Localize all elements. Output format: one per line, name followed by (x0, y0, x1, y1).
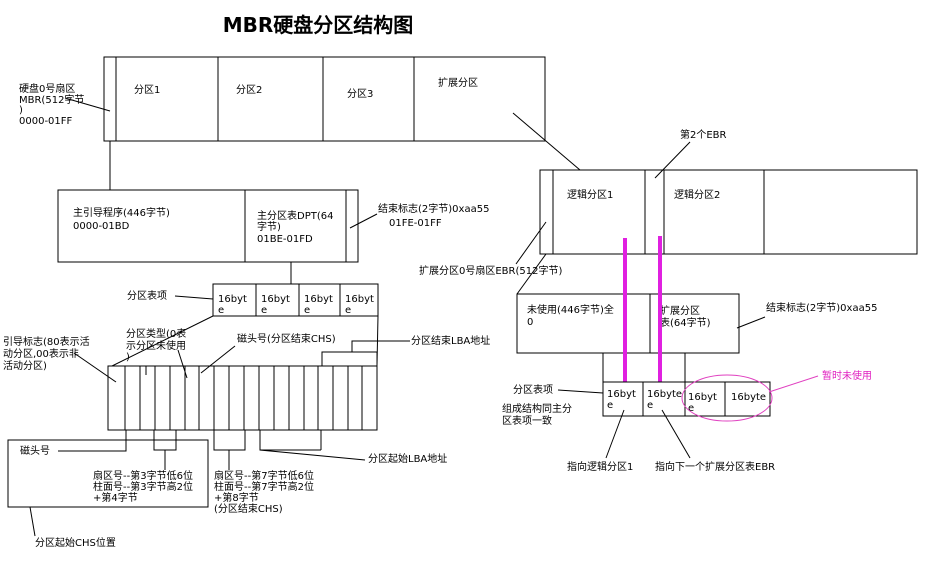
end-flag-label: 结束标志(2字节)0xaa55 (378, 202, 489, 215)
svg-text:分区类型(0表: 分区类型(0表 (126, 327, 186, 340)
dpt-range: 01BE-01FD (257, 234, 313, 245)
partition-2-label: 分区2 (236, 84, 262, 96)
start-chs-label: 分区起始CHS位置 (35, 536, 116, 549)
svg-text:区表项一致: 区表项一致 (502, 414, 552, 427)
disk-box (103, 56, 546, 142)
diagram-title: MBR硬盘分区结构图 (223, 13, 414, 37)
partition-1-label: 分区1 (134, 84, 160, 96)
svg-text:扇区号--第3字节低6位: 扇区号--第3字节低6位 (93, 469, 193, 482)
svg-text:示分区未使用: 示分区未使用 (126, 339, 186, 352)
boot-flag-annotation: 引导标志(80表示活 动分区,00表示非 活动分区) (3, 335, 117, 383)
svg-text:硬盘0号扇区: 硬盘0号扇区 (19, 82, 75, 95)
pointer-labels: 指向逻辑分区1 指向下一个扩展分区表EBR (567, 409, 775, 473)
svg-text:活动分区): 活动分区) (3, 360, 47, 372)
ext-table-label: 扩展分区 (660, 304, 700, 317)
end-lba-annotation: 分区结束LBA地址 (321, 334, 490, 366)
svg-text:表(64字节): 表(64字节) (660, 316, 711, 329)
svg-text:+第4字节: +第4字节 (93, 491, 138, 504)
svg-text:柱面号--第3字节高2位: 柱面号--第3字节高2位 (93, 480, 193, 493)
end-chs-annotation: 扇区号--第7字节低6位 柱面号--第7字节高2位 +第8字节 (分区结束CHS… (213, 430, 314, 515)
logical-2-label: 逻辑分区2 (674, 188, 720, 201)
partition-3-label: 分区3 (347, 88, 373, 100)
svg-text:): ) (126, 352, 130, 363)
start-lba-annotation: 分区起始LBA地址 (259, 430, 447, 465)
boot-code-range: 0000-01BD (73, 221, 130, 232)
svg-text:分区起始LBA地址: 分区起始LBA地址 (368, 452, 447, 465)
svg-text:字节): 字节) (257, 220, 281, 233)
mbr-sector-label: 硬盘0号扇区 MBR(512字节 ) 0000-01FF (19, 82, 111, 127)
svg-text:分区结束LBA地址: 分区结束LBA地址 (411, 334, 490, 347)
point-next-label: 指向下一个扩展分区表EBR (655, 460, 775, 473)
entry-field-strip (107, 315, 379, 431)
svg-text:(分区结束CHS): (分区结束CHS) (214, 502, 283, 515)
svg-text:磁头号(分区结束CHS): 磁头号(分区结束CHS) (237, 332, 336, 345)
start-chs-box: 磁头号 扇区号--第3字节低6位 柱面号--第3字节高2位 +第4字节 分区起始… (7, 430, 209, 549)
svg-text:组成结构同主分: 组成结构同主分 (502, 402, 572, 415)
extended-partition-label: 扩展分区 (438, 76, 478, 89)
mbr-detail-row: 主引导程序(446字节) 0000-01BD 主分区表DPT(64 字节) 01… (57, 189, 489, 263)
svg-text:): ) (19, 105, 23, 116)
ebr-entry-4: 16byte (731, 392, 766, 403)
ebr-detail-row: 未使用(446字节)全 0 扩展分区 表(64字节) 结束标志(2字节)0xaa… (516, 293, 877, 354)
unused-label: 未使用(446字节)全 (527, 303, 614, 316)
svg-text:MBR(512字节: MBR(512字节 (19, 93, 84, 106)
end-head-annotation: 磁头号(分区结束CHS) (200, 332, 336, 374)
unused-note-label: 暂时未使用 (822, 369, 872, 382)
svg-text:扇区号--第7字节低6位: 扇区号--第7字节低6位 (214, 469, 314, 482)
ebr-label: 扩展分区0号扇区EBR(512字节) (419, 264, 562, 277)
point-logical-label: 指向逻辑分区1 (567, 460, 633, 473)
svg-text:+第8字节: +第8字节 (214, 491, 259, 504)
head-label: 磁头号 (20, 444, 50, 457)
second-ebr-label: 第2个EBR (680, 128, 727, 141)
svg-text:柱面号--第7字节高2位: 柱面号--第7字节高2位 (214, 480, 314, 493)
svg-text:0000-01FF: 0000-01FF (19, 116, 73, 127)
ebr-label-group: 扩展分区0号扇区EBR(512字节) (419, 221, 562, 295)
ebr-end-flag: 结束标志(2字节)0xaa55 (766, 301, 877, 314)
partition-type-annotation: 分区类型(0表 示分区未使用 ) (126, 327, 188, 379)
partition-table-label: 分区表项 (127, 289, 167, 302)
logical-row: 逻辑分区1 逻辑分区2 第2个EBR (539, 128, 918, 255)
end-flag-range: 01FE-01FF (389, 218, 442, 229)
mbr-top-row: 分区1 分区2 分区3 扩展分区 (103, 56, 546, 142)
boot-code-label: 主引导程序(446字节) (73, 206, 170, 219)
ebr-table-label: 分区表项 (513, 383, 553, 396)
svg-text:引导标志(80表示活: 引导标志(80表示活 (3, 335, 90, 348)
dpt-label: 主分区表DPT(64 (257, 209, 333, 222)
svg-text:0: 0 (527, 317, 533, 328)
unused-note: 暂时未使用 (681, 369, 872, 422)
logical-1-label: 逻辑分区1 (567, 188, 613, 201)
svg-text:动分区,00表示非: 动分区,00表示非 (3, 347, 79, 360)
